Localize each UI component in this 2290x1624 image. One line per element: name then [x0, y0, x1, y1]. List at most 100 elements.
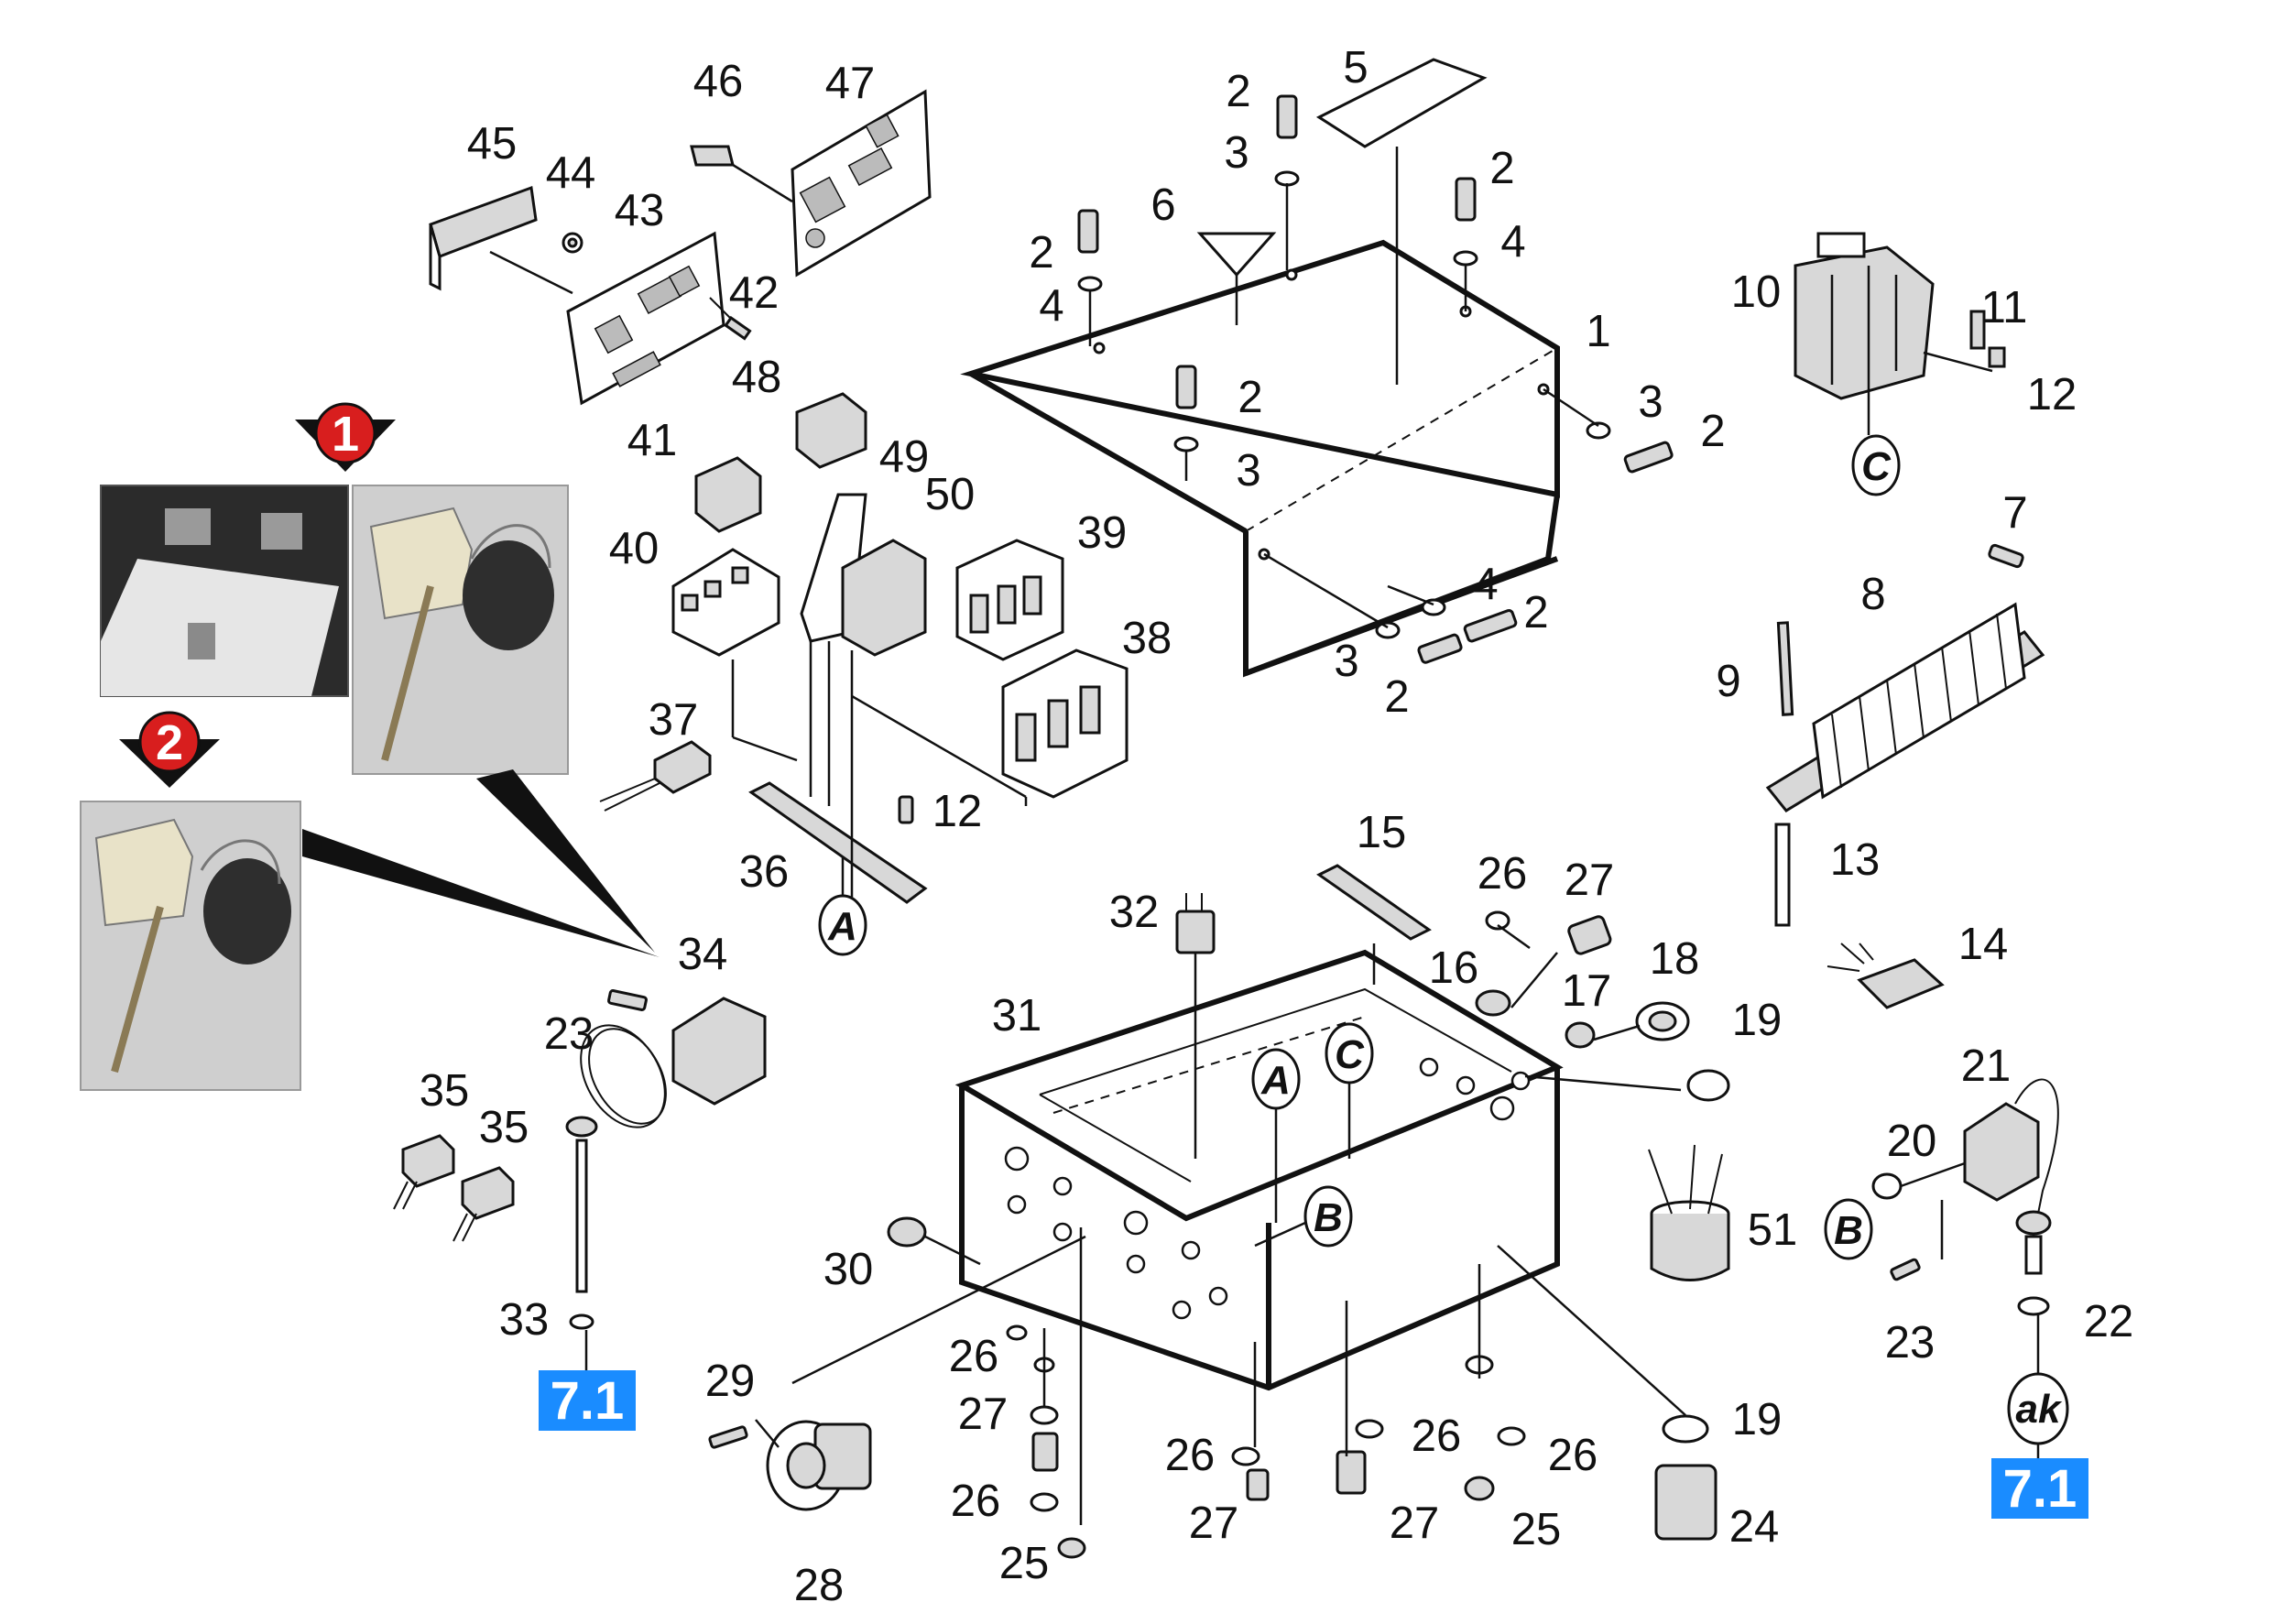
reference-letter-ak: ak — [2007, 1314, 2069, 1445]
callout-15: 15 — [1357, 808, 1407, 857]
contactor-39 — [955, 539, 1064, 661]
callout-40: 40 — [609, 524, 660, 573]
callout-27: 27 — [1390, 1499, 1440, 1548]
relay-50 — [841, 539, 927, 657]
warning-triangle — [1196, 232, 1277, 325]
callout-4: 4 — [1039, 281, 1063, 331]
pcb-board-47 — [791, 89, 932, 278]
reference-letter-b-box: B — [1254, 1185, 1353, 1248]
callout-43: 43 — [615, 186, 665, 235]
callout-41: 41 — [627, 416, 678, 465]
section-link-7-1-right-label: 7.1 — [2003, 1459, 2077, 1519]
callout-19: 19 — [1732, 1395, 1783, 1444]
reference-letter-a-box: A — [1251, 1048, 1301, 1223]
callout-22: 22 — [2084, 1297, 2134, 1346]
terminal-block-rail — [1765, 543, 2045, 927]
callout-11: 11 — [1981, 283, 2028, 332]
callout-25: 25 — [1511, 1505, 1562, 1554]
callout-18: 18 — [1650, 934, 1700, 984]
pcb-board-43 — [566, 231, 752, 406]
callout-26: 26 — [1412, 1411, 1462, 1461]
callout-10: 10 — [1731, 267, 1782, 317]
callout-51: 51 — [1748, 1205, 1798, 1255]
photo-marker-1-label: 1 — [332, 407, 359, 462]
callout-14: 14 — [1958, 920, 2009, 969]
strip-15 — [1316, 864, 1432, 985]
thermostat-34 — [565, 989, 767, 1330]
callout-33: 33 — [499, 1295, 550, 1345]
suppressors-35 — [393, 1134, 515, 1242]
callout-26: 26 — [951, 1477, 1001, 1526]
callout-36: 36 — [739, 847, 790, 897]
photo-marker-1 — [295, 402, 396, 472]
callout-25: 25 — [999, 1539, 1050, 1588]
callout-26: 26 — [1165, 1431, 1216, 1480]
callout-4: 4 — [1500, 217, 1525, 267]
callout-35: 35 — [420, 1066, 470, 1116]
callout-12: 12 — [932, 787, 983, 836]
callout-6: 6 — [1150, 180, 1175, 230]
callout-23: 23 — [544, 1009, 594, 1059]
callout-17: 17 — [1562, 966, 1612, 1016]
plug-32 — [1175, 893, 1216, 1159]
reference-letter-a-top: A — [818, 856, 867, 956]
thermostat-28 — [708, 1235, 1086, 1511]
section-link-7-1-left-label: 7.1 — [551, 1371, 625, 1431]
callout-4: 4 — [1473, 560, 1498, 609]
callout-19: 19 — [1732, 996, 1783, 1045]
grommets — [1475, 910, 1730, 1102]
callout-37: 37 — [649, 695, 699, 745]
callout-2: 2 — [1523, 588, 1548, 638]
callout-5: 5 — [1343, 43, 1368, 93]
callout-9: 9 — [1716, 657, 1740, 706]
relay-48 — [795, 392, 867, 469]
photo-thermostat-2 — [80, 801, 301, 1091]
photo-marker-2 — [119, 711, 220, 788]
cover-panel — [960, 239, 1560, 678]
reference-letter-b-right: B — [1824, 1198, 1873, 1260]
callout-26: 26 — [949, 1332, 999, 1381]
callout-7: 7 — [2002, 488, 2027, 538]
ref-letter-c: C — [1861, 444, 1892, 489]
housing-box — [954, 949, 1564, 1391]
callout-3: 3 — [1236, 446, 1260, 496]
callout-3: 3 — [1334, 637, 1358, 686]
ref-letter-ak: ak — [2016, 1387, 2063, 1432]
callout-13: 13 — [1830, 835, 1881, 885]
callout-48: 48 — [732, 353, 782, 402]
callout-21: 21 — [1961, 1041, 2012, 1091]
callout-44: 44 — [546, 148, 596, 198]
callout-20: 20 — [1887, 1117, 1937, 1166]
callout-50: 50 — [925, 470, 976, 519]
callout-39: 39 — [1077, 508, 1128, 558]
callout-2: 2 — [1226, 67, 1250, 116]
bracket-45 — [429, 185, 573, 295]
photo-thermostat-1 — [100, 485, 569, 775]
callout-34: 34 — [678, 930, 728, 979]
callout-42: 42 — [729, 268, 780, 318]
thermostat-21 — [1871, 1078, 2059, 1316]
callout-3: 3 — [1224, 128, 1249, 178]
standoff-46 — [690, 145, 793, 203]
callout-28: 28 — [794, 1561, 845, 1610]
callout-27: 27 — [1189, 1499, 1239, 1548]
relay-socket-40 — [671, 548, 780, 657]
section-link-7-1-left[interactable]: 7.1 — [539, 1330, 636, 1431]
callout-26: 26 — [1548, 1431, 1598, 1480]
callout-2: 2 — [1489, 144, 1514, 193]
ref-letter-b: B — [1834, 1208, 1863, 1253]
reference-letter-c-box: C — [1325, 1022, 1374, 1159]
callout-8: 8 — [1860, 570, 1885, 619]
transformer — [1794, 232, 2006, 435]
relay-41 — [694, 456, 762, 533]
section-link-7-1-right[interactable]: 7.1 — [1991, 1444, 2088, 1519]
callout-35: 35 — [479, 1103, 529, 1152]
suppressor-37 — [599, 740, 712, 812]
callout-30: 30 — [823, 1245, 874, 1294]
ref-letter-a-box: A — [1260, 1058, 1291, 1103]
filter-module — [1827, 943, 1945, 1009]
callout-46: 46 — [693, 57, 744, 106]
callout-3: 3 — [1638, 377, 1663, 427]
